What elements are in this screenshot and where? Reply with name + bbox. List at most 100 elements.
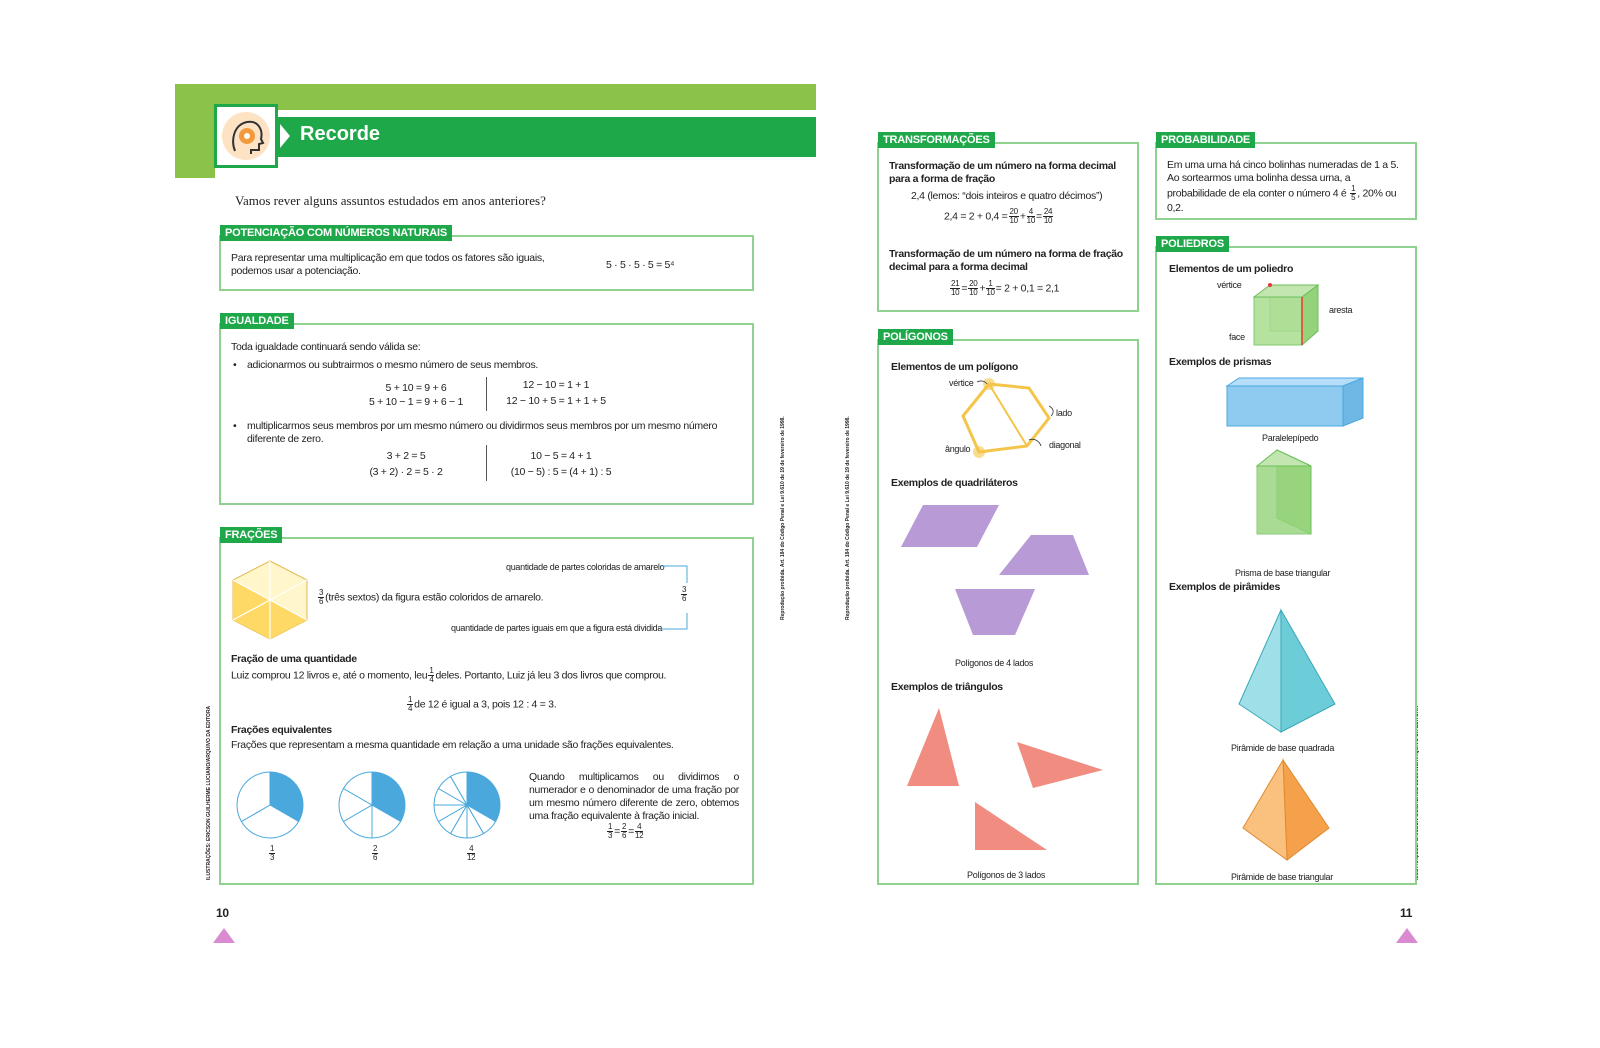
equiv-title: Frações equivalentes — [231, 724, 332, 736]
cube-figure — [1252, 283, 1320, 347]
page-number-left: 10 — [216, 906, 229, 920]
tri-caption: Polígonos de 3 lados — [967, 870, 1046, 880]
igualdade-eq3b: (3 + 2) · 2 = 5 · 2 — [369, 466, 443, 478]
header-banner — [215, 117, 816, 157]
repro-note-1: Reprodução proibida. Art. 184 do Código … — [780, 416, 786, 620]
bullet-dot: • — [233, 359, 237, 371]
poliedros-tag: POLIEDROS — [1156, 236, 1229, 252]
t2-title: Transformação de um número na forma de f… — [889, 248, 1123, 273]
colored-label: quantidade de partes coloridas de amarel… — [506, 562, 665, 572]
paralelepipedo-label: Paralelepípedo — [1262, 433, 1319, 443]
quantidade-text: Luiz comprou 12 livros e, até o momento,… — [231, 666, 667, 684]
pie-slice — [236, 771, 271, 823]
igualdade-bullet1: adicionarmos ou subtrairmos o mesmo núme… — [247, 359, 539, 371]
hexagon-figure — [232, 560, 308, 640]
header-icon — [214, 104, 278, 168]
poligonos-box: Elementos de um polígono vértice lado ân… — [877, 339, 1139, 885]
polygon-elements-figure — [961, 378, 1054, 458]
poliedros-box: Elementos de um poliedro vértice aresta … — [1155, 246, 1417, 885]
triangles-figure — [907, 708, 1103, 850]
header-banner-light — [175, 84, 816, 110]
page-title: Recorde — [300, 123, 381, 145]
header-banner-side — [175, 110, 215, 178]
pie-slice — [269, 771, 304, 823]
t1-read: 2,4 (lemos: “dois inteiros e quatro déci… — [911, 190, 1103, 202]
tri-title: Exemplos de triângulos — [891, 681, 1003, 693]
page-marker-right — [1396, 928, 1418, 943]
credit-left: ILUSTRAÇÕES: ERICSON GUILHERME LUCIANO/A… — [206, 705, 212, 880]
igualdade-eq1a: 5 + 10 = 9 + 6 — [385, 382, 447, 394]
probabilidade-box: Em uma urna há cinco bolinhas numeradas … — [1155, 142, 1417, 220]
label-diagonal: diagonal — [1049, 440, 1081, 450]
igualdade-intro: Toda igualdade continuará sendo válida s… — [231, 341, 421, 353]
prisma-tri-figure — [1255, 449, 1312, 535]
label-face: face — [1229, 332, 1245, 342]
poligonos-tag: POLÍGONOS — [878, 329, 953, 345]
page-number-right: 11 — [1400, 906, 1413, 920]
label-lado: lado — [1056, 408, 1072, 418]
igualdade-eq4b: (10 − 5) : 5 = (4 + 1) : 5 — [510, 466, 612, 478]
quad-title: Exemplos de quadriláteros — [891, 477, 1018, 489]
pie-slice — [240, 804, 300, 839]
fracoes-tag: FRAÇÕES — [220, 527, 283, 543]
potenciacao-example: 5 · 5 · 5 · 5 = 5⁴ — [606, 259, 675, 271]
quad-caption: Polígonos de 4 lados — [955, 658, 1034, 668]
piramide-tri-label: Pirâmide de base triangular — [1231, 872, 1333, 882]
pie-slice — [342, 771, 373, 806]
transformacoes-box: Transformação de um número na forma deci… — [877, 142, 1139, 312]
label-angulo: ângulo — [945, 444, 971, 454]
head-gear-icon — [222, 112, 270, 160]
prisma-tri-label: Prisma de base triangular — [1235, 568, 1331, 578]
repro-note-2: Reprodução proibida. Art. 184 do Código … — [845, 416, 851, 620]
igualdade-eq4a: 10 − 5 = 4 + 1 — [530, 450, 592, 462]
quantidade-title: Fração de uma quantidade — [231, 653, 357, 665]
pie-row — [236, 771, 501, 839]
potenciacao-tag: POTENCIAÇÃO COM NÚMEROS NATURAIS — [220, 225, 452, 241]
poli-elements-title: Elementos de um poliedro — [1169, 263, 1294, 275]
igualdade-divider2 — [486, 445, 487, 481]
prismas-title: Exemplos de prismas — [1169, 356, 1272, 368]
paralelepipedo-figure — [1225, 377, 1364, 427]
transformacoes-tag: TRANSFORMAÇÕES — [878, 132, 995, 148]
equiv-note: Quando multiplicamos ou dividimos o nume… — [529, 771, 739, 822]
igualdade-bullet2: multiplicarmos seus membros por um mesmo… — [247, 420, 718, 445]
poly-elements-title: Elementos de um polígono — [891, 361, 1018, 373]
piramide-quad-label: Pirâmide de base quadrada — [1231, 743, 1335, 753]
divided-label: quantidade de partes iguais em que a fig… — [451, 623, 663, 633]
igualdade-box: Toda igualdade continuará sendo válida s… — [219, 323, 754, 505]
piramides-title: Exemplos de pirâmides — [1169, 581, 1280, 593]
igualdade-divider1 — [486, 377, 487, 411]
page-marker-left — [213, 928, 235, 943]
bullet-dot: • — [233, 420, 237, 432]
label-vertice-poli: vértice — [1217, 280, 1242, 290]
bracket-lines — [661, 565, 688, 630]
potenciacao-box: Para representar uma multiplicação em qu… — [219, 235, 754, 291]
potenciacao-text: Para representar uma multiplicação em qu… — [231, 252, 545, 277]
header-arrow — [280, 124, 290, 148]
piramide-tri-figure — [1242, 758, 1330, 862]
label-vertice: vértice — [949, 378, 974, 388]
igualdade-eq3a: 3 + 2 = 5 — [386, 450, 426, 462]
t1-title: Transformação de um número na forma deci… — [889, 160, 1116, 185]
probabilidade-tag: PROBABILIDADE — [1156, 132, 1256, 148]
piramide-quad-figure — [1238, 608, 1336, 733]
igualdade-eq2b: 12 − 10 + 5 = 1 + 1 + 5 — [506, 395, 606, 407]
intro-text: Vamos rever alguns assuntos estudados em… — [235, 193, 546, 208]
